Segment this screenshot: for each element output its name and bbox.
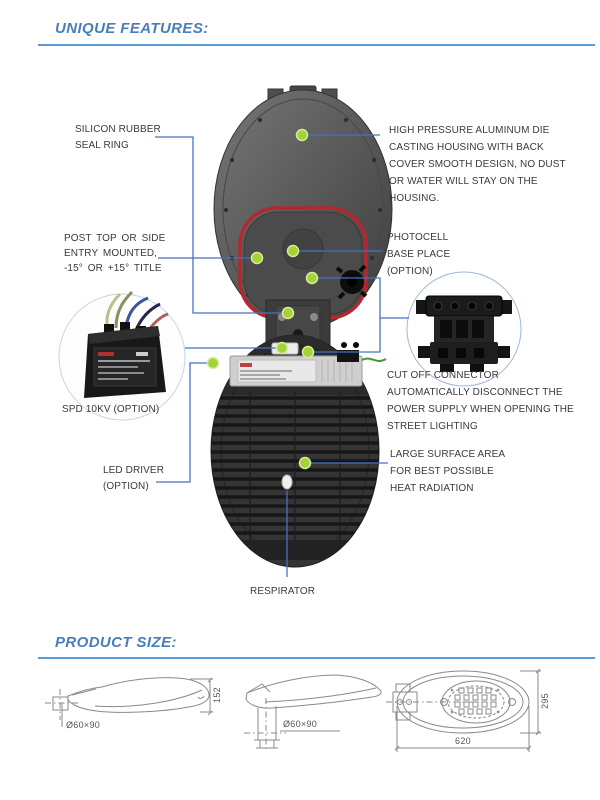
label-line: FOR BEST POSSIBLE <box>390 466 494 477</box>
callout-lines <box>155 134 409 577</box>
led-driver-marker-dot <box>206 356 220 370</box>
dim-pole-left: Ø60×90 <box>66 720 101 730</box>
label-line: OR WATER WILL STAY ON THE <box>389 176 538 187</box>
cutoff-connector-photo <box>406 271 522 387</box>
callout-large-surface: LARGE SURFACE AREA FOR BEST POSSIBLE HEA… <box>390 446 505 497</box>
product-size-title: PRODUCT SIZE: <box>55 634 177 651</box>
cutoff-in-fixture-graphic <box>337 342 387 362</box>
heatsink-illustration <box>210 334 387 568</box>
dim-pole-middle: Ø60×90 <box>283 719 318 729</box>
dim-depth-295: 295 <box>540 693 550 709</box>
features-rule <box>38 44 595 46</box>
high-pressure-marker-dot <box>295 128 309 142</box>
cutoff-connector-in-housing <box>335 264 368 300</box>
label-line: HIGH PRESSURE ALUMINUM DIE <box>389 125 550 136</box>
cutoff-fixture-marker-dot <box>301 345 315 359</box>
label-line: (OPTION) <box>103 481 149 492</box>
label-line: PHOTOCELL <box>387 232 449 243</box>
led-driver-graphic <box>229 355 363 387</box>
dim-width-620: 620 <box>455 736 471 746</box>
callout-high-pressure: HIGH PRESSURE ALUMINUM DIE CASTING HOUSI… <box>389 122 569 207</box>
photocell-base-graphic <box>282 228 324 270</box>
label-line: CUT OFF CONNECTOR <box>387 370 499 381</box>
size-drawing-tilt-view <box>244 674 382 752</box>
size-rule <box>38 657 595 659</box>
label-line: POST TOP OR SIDE <box>64 233 166 244</box>
label-line: LARGE SURFACE AREA <box>390 449 506 460</box>
marker-dots <box>206 128 319 470</box>
callout-led-driver: LED DRIVER (OPTION) <box>103 463 164 495</box>
label-line: AUTOMATICALLY DISCONNECT THE <box>387 387 563 398</box>
callout-photocell: PHOTOCELL BASE PLACE (OPTION) <box>387 229 450 280</box>
label-line: COVER SMOOTH DESIGN, NO DUST <box>389 159 566 170</box>
respirator-graphic <box>281 474 293 490</box>
photocell-marker-dot <box>286 244 300 258</box>
cutoff-leader-line <box>314 277 381 353</box>
label-line: HOUSING. <box>389 193 440 204</box>
large-surface-marker-dot <box>298 456 312 470</box>
size-drawing-side-view <box>45 677 213 727</box>
unique-features-title: UNIQUE FEATURES: <box>55 20 209 37</box>
led-grid <box>450 687 500 715</box>
led-driver-leader-line <box>156 362 207 483</box>
post-top-marker-dot <box>281 306 295 320</box>
label-line: CASTING HOUSING WITH BACK <box>389 142 544 153</box>
spd-marker-dot <box>275 341 289 355</box>
callout-respirator: RESPIRATOR <box>250 586 316 597</box>
callout-silicon-seal: SILICON RUBBER SEAL RING <box>75 122 161 154</box>
callout-spd-label: SPD 10KV (OPTION) <box>62 404 160 415</box>
post-top-leader-line <box>158 257 282 314</box>
cutoff-housing-marker-dot <box>305 271 319 285</box>
label-line: SEAL RING <box>75 140 129 151</box>
silicon-leader-line <box>155 136 251 259</box>
label-line: LED DRIVER <box>103 465 165 476</box>
label-line: POWER SUPPLY WHEN OPENING THE <box>387 404 574 415</box>
label-line: SILICON RUBBER <box>75 124 161 135</box>
label-line: ENTRY MOUNTED, <box>64 248 158 259</box>
dim-height-152: 152 <box>212 687 222 703</box>
label-line: STREET LIGHTING <box>387 421 478 432</box>
callout-post-top: POST TOP OR SIDE ENTRY MOUNTED, -15° OR … <box>64 231 168 276</box>
label-line: BASE PLACE <box>387 249 451 260</box>
label-line: HEAT RADIATION <box>390 483 474 494</box>
silicon-marker-dot <box>250 251 264 265</box>
callout-cut-off: CUT OFF CONNECTOR AUTOMATICALLY DISCONNE… <box>387 367 577 435</box>
label-line: -15° OR +15° TITLE <box>64 263 162 274</box>
label-line: (OPTION) <box>387 266 433 277</box>
spd-photo <box>58 290 186 421</box>
size-drawing-top-view <box>386 668 541 752</box>
